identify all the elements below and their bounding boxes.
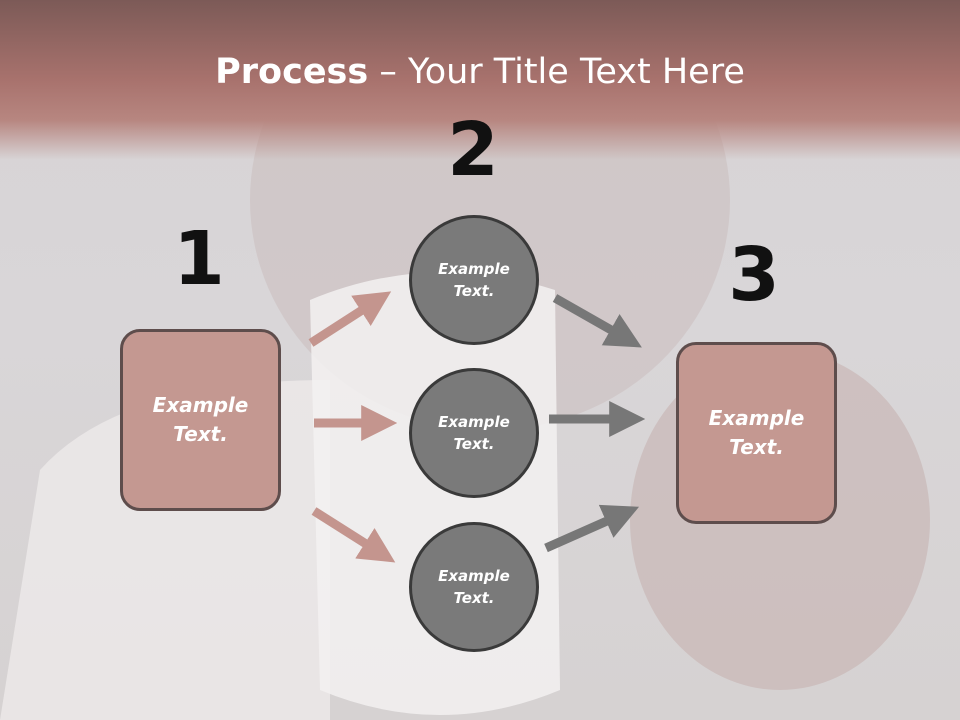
step-1-text: Example Text. [152,393,249,446]
step-2-circle-middle[interactable]: Example Text. [409,368,539,498]
arrow-1-to-top [308,291,392,347]
step-1-number: 1 [173,216,225,302]
title-bold: Process [215,52,369,92]
step-2-number: 2 [447,107,499,193]
step-2-circle-bottom-text: Example Text. [438,566,510,608]
title-rest: – Your Title Text Here [368,52,745,92]
step-2-circle-top[interactable]: Example Text. [409,215,539,345]
step-1-box[interactable]: Example Text. [120,329,281,511]
arrow-1-to-bottom [311,507,396,563]
step-3-box[interactable]: Example Text. [676,342,837,524]
arrow-bottom-to-3 [544,504,640,553]
step-2-circle-top-text: Example Text. [438,259,510,301]
page-title: Process – Your Title Text Here [0,52,960,92]
step-2-circle-bottom[interactable]: Example Text. [409,522,539,652]
step-3-text: Example Text. [708,406,805,459]
arrow-top-to-3 [552,294,642,348]
step-3-number: 3 [728,232,780,318]
title-bar [0,0,960,160]
step-2-circle-middle-text: Example Text. [438,412,510,454]
